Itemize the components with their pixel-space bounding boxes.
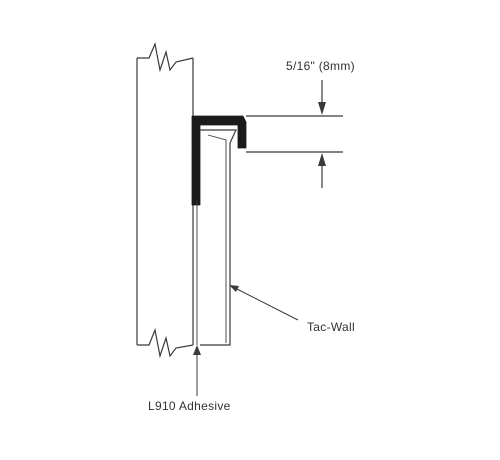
dimension-arrow-top-head: [318, 102, 326, 115]
tac-wall-outline: [200, 129, 237, 346]
wall-section: [136, 41, 194, 359]
adhesive-leader: [193, 345, 201, 396]
wall-bottom-break-line: [137, 327, 194, 359]
wall-top-break-line: [137, 41, 194, 73]
panel-section: [246, 115, 343, 153]
dimension-arrow-bottom-head: [318, 153, 326, 166]
tac-wall-inner-line: [207, 134, 227, 343]
trim-channel: [191, 115, 247, 206]
dimension-arrows: [318, 80, 326, 188]
adhesive-label: L910 Adhesive: [148, 399, 231, 413]
tac-wall-label: Tac-Wall: [307, 320, 355, 334]
dimension-label: 5/16" (8mm): [286, 59, 355, 73]
tac-wall-leader: [229, 285, 299, 321]
tac-wall-panel: [196, 129, 237, 346]
tac-wall-leader-arrowhead: [229, 285, 239, 292]
adhesive-leader-arrowhead: [193, 345, 201, 355]
